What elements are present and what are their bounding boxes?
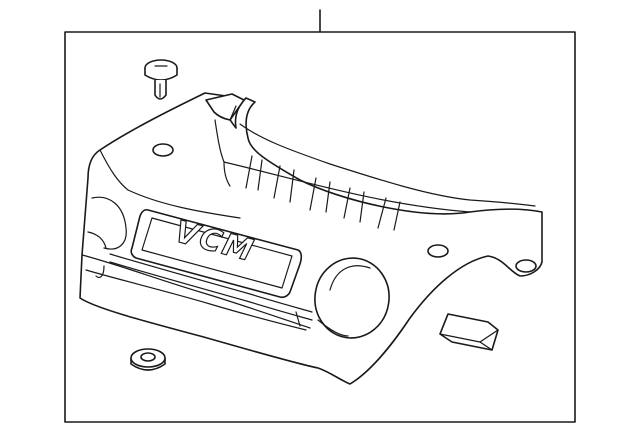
diagram-frame (64, 31, 576, 423)
grommet-part (130, 348, 166, 371)
push-clip-part (144, 59, 178, 100)
engine-cover-part (79, 92, 543, 385)
cushion-block-part (439, 313, 499, 351)
